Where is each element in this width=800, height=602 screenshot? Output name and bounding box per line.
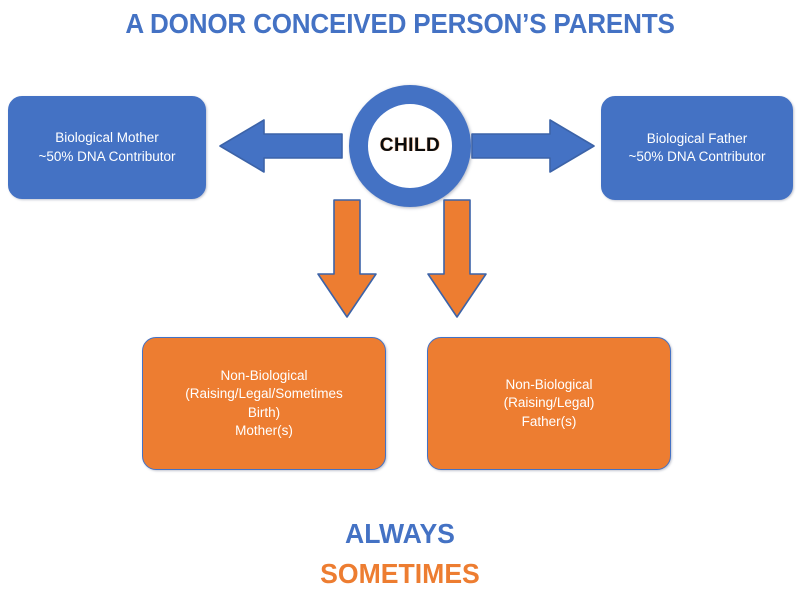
node-biological-father-line-1: Biological Father [646, 130, 748, 146]
node-biological-mother-line-2: ~50% DNA Contributor [38, 148, 176, 164]
node-nonbiological-mother: Non-Biological (Raising/Legal/Sometimes … [142, 337, 386, 470]
arrow-to-nonbiological-father-icon [427, 199, 487, 318]
node-nonbiological-mother-line-4: Mother(s) [235, 422, 293, 438]
legend-sometimes: SOMETIMES [320, 558, 480, 589]
arrow-to-biological-mother-icon [219, 119, 343, 173]
arrow-to-nonbiological-mother-icon [317, 199, 377, 318]
legend-always: ALWAYS [345, 518, 455, 549]
node-nonbiological-mother-line-1: Non-Biological [220, 368, 308, 384]
node-nonbiological-mother-line-2: (Raising/Legal/Sometimes [185, 386, 343, 402]
arrow-to-biological-father-icon [471, 119, 595, 173]
node-nonbiological-father: Non-Biological (Raising/Legal) Father(s) [427, 337, 671, 470]
node-nonbiological-father-line-3: Father(s) [521, 413, 577, 429]
child-label: CHILD [379, 135, 441, 156]
node-biological-mother-line-1: Biological Mother [55, 130, 159, 146]
page-title: A DONOR CONCEIVED PERSON’S PARENTS [125, 8, 675, 39]
node-biological-father-line-2: ~50% DNA Contributor [628, 149, 766, 164]
node-nonbiological-mother-line-3: Birth) [247, 404, 281, 420]
node-nonbiological-father-line-1: Non-Biological [505, 377, 593, 393]
node-nonbiological-father-line-2: (Raising/Legal) [503, 395, 595, 411]
node-biological-father: Biological Father ~50% DNA Contributor [601, 96, 793, 200]
node-biological-mother: Biological Mother ~50% DNA Contributor [8, 96, 206, 199]
child-circle-node: CHILD [349, 85, 471, 207]
